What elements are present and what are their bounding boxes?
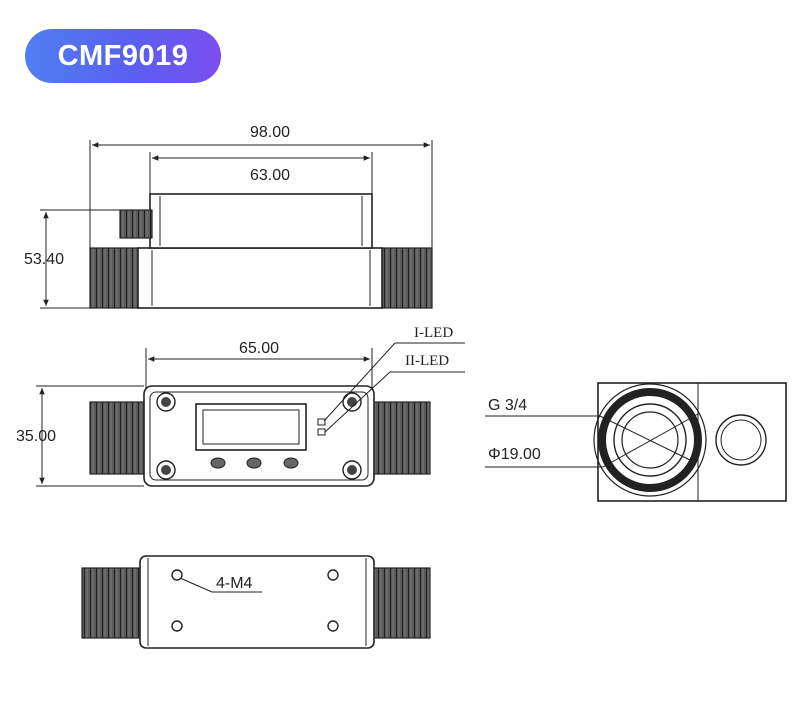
left-thread-bottom: [81, 567, 141, 639]
side-view: 98.00 63.00 53.40: [24, 124, 433, 309]
end-view: G 3/4 Φ19.00: [485, 382, 787, 502]
control-buttons: [210, 457, 299, 469]
left-thread: [89, 247, 141, 309]
bore: [621, 411, 679, 469]
corner-screws: [156, 392, 362, 480]
display-housing: [149, 193, 373, 249]
thread-ring: [598, 388, 702, 492]
right-thread-bottom: [371, 567, 431, 639]
label-ii-led: II-LED: [405, 353, 449, 369]
side-port: [715, 414, 767, 466]
lcd-display: [195, 403, 307, 451]
front-view: 65.00 35.00 I-LED II-LED: [16, 325, 465, 487]
model-badge: CMF9019: [25, 29, 221, 83]
bottom-body: [139, 555, 375, 649]
cable-connector: [119, 209, 153, 239]
label-thread: G 3/4: [488, 397, 527, 414]
label-i-led: I-LED: [414, 325, 453, 341]
dim-mount-length: 65.00: [239, 340, 279, 357]
pipe-body: [137, 247, 383, 309]
dim-height: 53.40: [24, 251, 64, 268]
right-thread: [379, 247, 433, 309]
dim-overall-length: 98.00: [250, 124, 290, 141]
label-diameter: Φ19.00: [488, 446, 541, 463]
dim-width: 35.00: [16, 428, 56, 445]
right-thread-front: [371, 401, 431, 475]
bottom-view: 4-M4: [81, 555, 431, 649]
dim-body-length: 63.00: [250, 167, 290, 184]
label-mount-holes: 4-M4: [216, 575, 253, 592]
left-thread-front: [89, 401, 149, 475]
led-2-indicator: [317, 428, 326, 436]
led-1-indicator: [317, 418, 326, 426]
mount-holes: [171, 569, 339, 632]
